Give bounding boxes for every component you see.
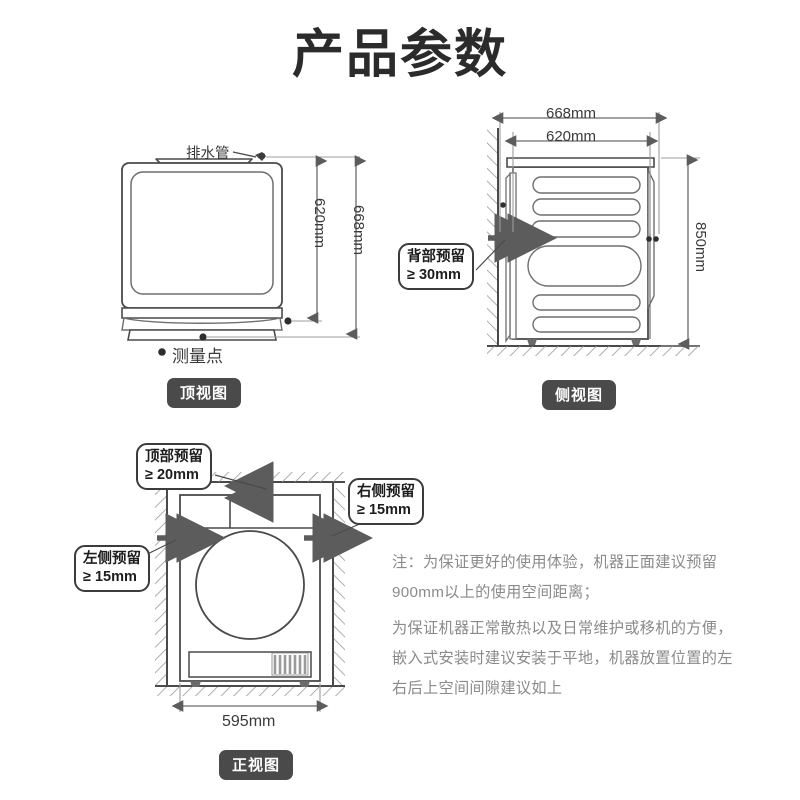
- top-view-badge: 顶视图: [167, 378, 242, 408]
- callout-rear-clearance: 背部预留 ≥ 30mm: [398, 243, 474, 290]
- note-paragraph-1: 注：为保证更好的使用体验，机器正面建议预留900mm以上的使用空间距离；: [392, 554, 718, 601]
- page-title: 产品参数: [291, 26, 508, 84]
- legend-dot-marker: [158, 348, 166, 356]
- callout-left-line1: 左侧预留: [83, 551, 141, 567]
- callout-rear-line1: 背部预留: [407, 249, 465, 265]
- callout-right-clearance: 右侧预留 ≥ 15mm: [348, 478, 424, 525]
- callout-top-clearance: 顶部预留 ≥ 20mm: [136, 443, 212, 490]
- callout-top-line2: ≥ 20mm: [145, 467, 199, 483]
- front-view-dim-595: 595mm: [222, 713, 276, 730]
- drain-pipe-label: 排水管: [186, 146, 230, 162]
- top-view-drawing: [121, 151, 367, 356]
- callout-top-line1: 顶部预留: [145, 449, 203, 465]
- callout-left-line2: ≥ 15mm: [83, 569, 137, 585]
- top-view-dim-620: 620mm: [311, 198, 328, 249]
- measure-point-dot: [199, 333, 207, 341]
- side-view-dim-850: 850mm: [692, 222, 709, 273]
- measure-point-dot: [284, 317, 292, 325]
- side-view-dim-620: 620mm: [546, 128, 597, 145]
- front-view-badge: 正视图: [219, 750, 294, 780]
- front-view-drawing: [126, 461, 379, 712]
- note-paragraph-2: 为保证机器正常散热以及日常维护或移机的方便，嵌入式安装时建议安装于平地，机器放置…: [392, 620, 733, 697]
- side-view-badge: 侧视图: [542, 380, 617, 410]
- side-view-dim-668: 668mm: [546, 105, 597, 122]
- top-view-dim-668: 668mm: [350, 205, 367, 256]
- callout-left-clearance: 左侧预留 ≥ 15mm: [74, 545, 150, 592]
- measure-point-legend: 测量点: [172, 347, 223, 366]
- callout-right-line1: 右侧预留: [357, 484, 415, 500]
- installation-notes: 注：为保证更好的使用体验，机器正面建议预留900mm以上的使用空间距离； 为保证…: [392, 548, 744, 710]
- callout-rear-line2: ≥ 30mm: [407, 267, 461, 283]
- side-view-drawing: [475, 112, 700, 356]
- callout-right-line2: ≥ 15mm: [357, 502, 411, 518]
